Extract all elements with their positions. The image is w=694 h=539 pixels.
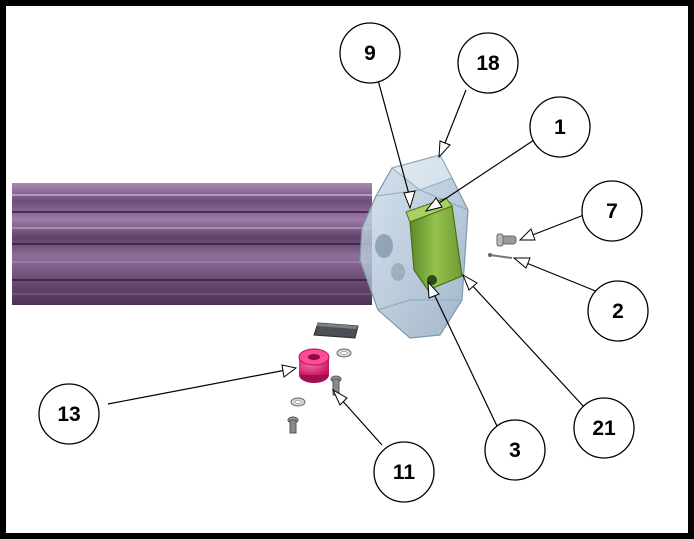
callout-label: 1	[554, 116, 566, 139]
extrusion-beam	[12, 183, 372, 305]
screw-part-right	[330, 375, 342, 396]
callout-7: 7	[581, 180, 643, 242]
callout-circle	[587, 280, 649, 342]
leader-1	[424, 139, 535, 212]
leader-2	[512, 257, 599, 293]
bumper-part	[298, 348, 330, 383]
callout-circle	[581, 180, 643, 242]
callout-label: 9	[364, 42, 376, 65]
callout-label: 13	[57, 403, 80, 426]
callout-circle	[484, 419, 546, 481]
callout-18: 18	[457, 32, 519, 94]
leader-3	[427, 280, 498, 427]
callout-circle	[373, 441, 435, 503]
callout-13: 13	[38, 383, 100, 445]
callout-circle	[38, 383, 100, 445]
callout-21: 21	[573, 397, 635, 459]
screw-part-left	[287, 416, 299, 434]
leader-11	[331, 388, 383, 446]
callout-3: 3	[484, 419, 546, 481]
leader-18	[438, 89, 467, 159]
leader-13	[107, 364, 298, 405]
callout-label: 3	[509, 439, 521, 462]
leader-lines	[107, 79, 599, 446]
pin-part	[496, 233, 517, 247]
callout-label: 21	[592, 417, 616, 440]
callout-2: 2	[587, 280, 649, 342]
plate-part	[313, 322, 359, 339]
callout-circle	[457, 32, 519, 94]
callout-label: 2	[612, 300, 624, 323]
callout-11: 11	[373, 441, 435, 503]
leader-7	[518, 212, 590, 241]
callout-label: 18	[476, 52, 500, 75]
callout-label: 7	[606, 200, 618, 223]
leader-21	[462, 273, 585, 408]
washer-part-upper	[336, 348, 352, 358]
callout-group: 9 18 1 7 2 21 3 11 13	[38, 22, 649, 503]
callout-circle	[529, 96, 591, 158]
washer-part-lower	[290, 397, 306, 407]
callout-9: 9	[339, 22, 401, 84]
callout-circle	[339, 22, 401, 84]
callout-label: 11	[393, 461, 416, 484]
callout-1: 1	[529, 96, 591, 158]
callout-circle	[573, 397, 635, 459]
rod-part	[488, 253, 513, 259]
leader-9	[377, 79, 416, 210]
